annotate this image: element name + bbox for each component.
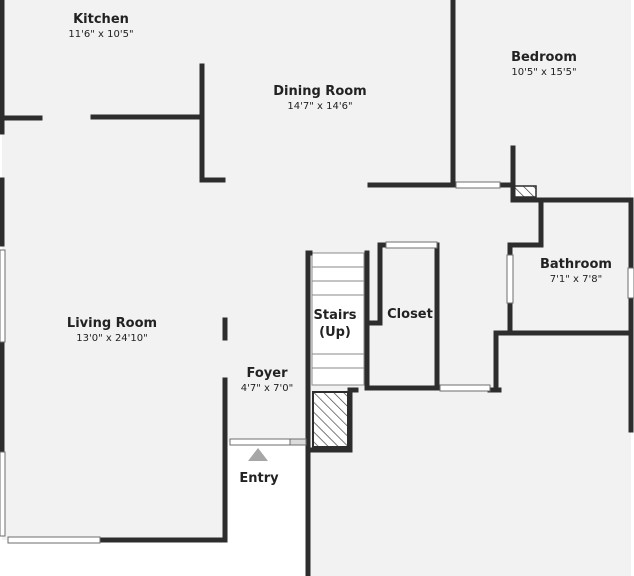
stairs-label: Stairs <box>314 308 357 323</box>
stairs-area <box>311 252 365 386</box>
door-entry-right <box>289 438 307 446</box>
door-entry <box>229 438 291 446</box>
room-dims-foyer: 4'7" x 7'0" <box>241 383 293 394</box>
hatched-block-stairs <box>312 391 349 448</box>
entry-arrow-icon <box>248 448 268 461</box>
room-dims-bedroom: 10'5" x 15'5" <box>511 67 576 78</box>
window-living-left-2 <box>0 451 6 537</box>
room-dims-bathroom: 7'1" x 7'8" <box>550 274 602 285</box>
window-closet-top <box>385 241 438 249</box>
room-dims-living-room: 13'0" x 24'10" <box>76 333 148 344</box>
room-name-living-room: Living Room <box>67 316 157 331</box>
room-name-bathroom: Bathroom <box>540 257 612 272</box>
window-closet-bottom <box>439 384 491 392</box>
stairs <box>311 252 365 386</box>
window-living-bottom <box>7 536 101 544</box>
windows <box>0 181 634 544</box>
room-labels: Kitchen 11'6" x 10'5" Dining Room 14'7" … <box>67 12 612 486</box>
room-name-bedroom: Bedroom <box>511 50 577 65</box>
entry-clear <box>228 442 306 576</box>
room-name-kitchen: Kitchen <box>73 12 129 27</box>
window-bedroom-hall <box>455 181 501 189</box>
room-name-foyer: Foyer <box>247 366 289 381</box>
window-bathroom-left <box>506 254 514 304</box>
window-bathroom-right <box>627 267 634 299</box>
floor-bedroom <box>453 0 631 200</box>
room-dims-dining-room: 14'7" x 14'6" <box>287 101 352 112</box>
window-living-left-1 <box>0 249 6 343</box>
entry-label: Entry <box>239 471 279 486</box>
floor-bathroom <box>510 200 631 333</box>
stairs-direction-label: (Up) <box>319 325 351 340</box>
room-name-dining-room: Dining Room <box>273 84 366 99</box>
room-dims-kitchen: 11'6" x 10'5" <box>68 29 133 40</box>
hatched-block-hall <box>513 185 537 198</box>
closet-label: Closet <box>387 307 433 322</box>
